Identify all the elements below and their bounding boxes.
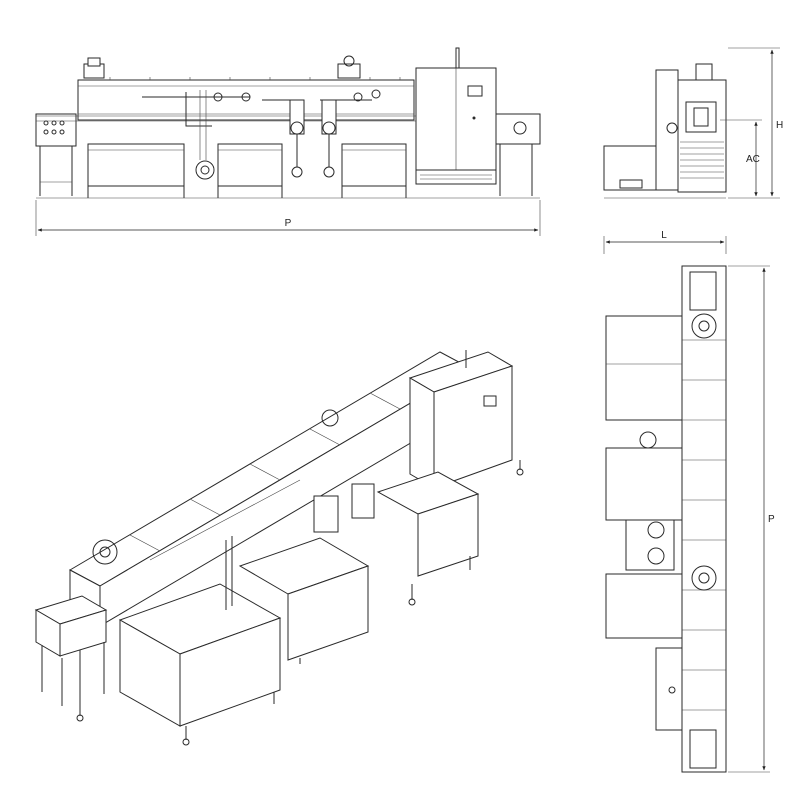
side-tunnel: [677, 79, 727, 193]
front-elevation-view: P: [35, 47, 541, 236]
iso-fan-right: [321, 409, 339, 427]
side-elevation-view: H AC: [603, 47, 783, 199]
side-fan-motor: [695, 63, 713, 81]
tank-3: [341, 143, 407, 187]
isometric-view: [34, 350, 524, 746]
pump-main: [195, 160, 215, 180]
fan-motor-right: [337, 63, 361, 79]
plan-tank-3: [605, 573, 683, 639]
iso-pipe: [225, 536, 233, 610]
signal-tower: [455, 47, 460, 69]
plan-conveyor: [681, 265, 727, 773]
iso-hmi-screen: [483, 395, 497, 407]
iso-filter: [313, 495, 339, 533]
plan-view: L P: [603, 230, 775, 773]
filter-left: [289, 99, 305, 135]
dimension-label-p-plan: P: [768, 514, 775, 525]
plan-tank-1: [605, 315, 683, 421]
plan-fan-bottom: [691, 565, 717, 591]
hmi-screen: [467, 85, 483, 97]
dimension-label-h: H: [776, 120, 783, 131]
tank-1: [87, 143, 185, 187]
plan-fan-top: [691, 313, 717, 339]
pipework: [142, 92, 372, 127]
infeed-conveyor: [35, 113, 77, 147]
outfeed-conveyor: [495, 113, 541, 145]
filter-right: [321, 99, 337, 135]
tank-2: [217, 143, 283, 187]
side-tank: [603, 145, 657, 191]
dimension-label-p-front: P: [285, 218, 292, 229]
dimension-label-l: L: [661, 230, 667, 241]
plan-tank-2: [605, 447, 683, 521]
iso-fan-left: [92, 539, 118, 565]
dimension-label-ac: AC: [746, 154, 760, 165]
